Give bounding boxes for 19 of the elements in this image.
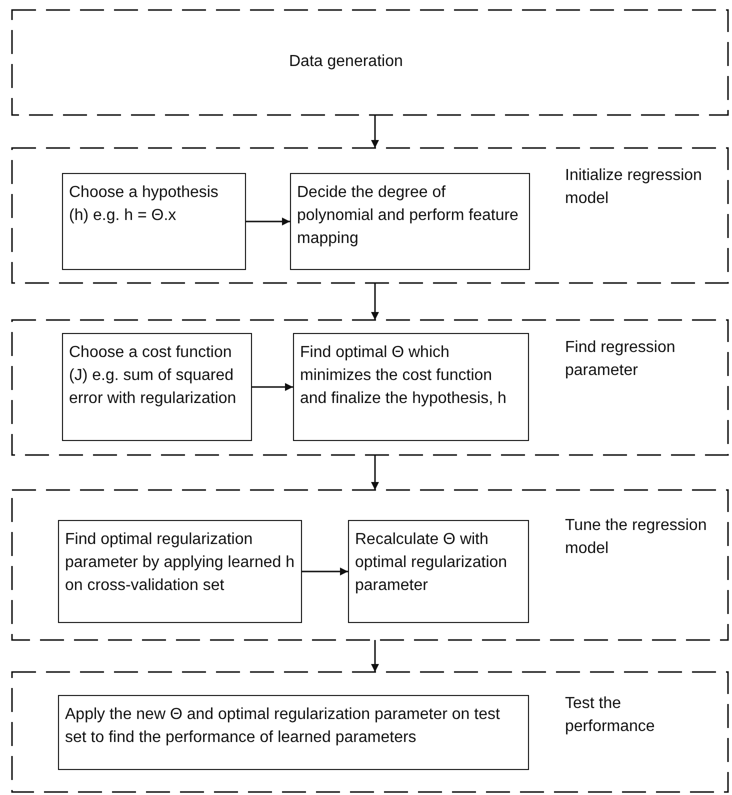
arrow: [246, 218, 290, 226]
stage-label: Data generation: [289, 52, 404, 72]
arrow: [371, 640, 379, 672]
stage-label: Tune the regression model: [565, 516, 708, 559]
stage-label: Find regression parameter: [565, 338, 676, 381]
process-box: Decide the degree of polynomial and perform feature mapping: [290, 173, 530, 270]
process-box: Find optimal regularization parameter by applying learned h on cross-validation set: [58, 520, 302, 623]
arrow: [302, 568, 348, 576]
stage-label: Initialize regression model: [565, 166, 703, 209]
arrow: [252, 383, 293, 391]
process-box: Choose a cost function (J) e.g. sum of squared error with regularization: [62, 333, 252, 441]
arrow: [371, 283, 379, 320]
process-box: Recalculate Θ with optimal regularization parameter: [348, 520, 529, 623]
stage-label: Test the performance: [565, 694, 656, 737]
process-box: Apply the new Θ and optimal regularization parameter on test set to find the performance of learned parameters: [58, 695, 529, 770]
process-box: Find optimal Θ which minimizes the cost function and finalize the hypothesis, h: [293, 333, 529, 441]
arrow: [371, 455, 379, 490]
process-box: Choose a hypothesis (h) e.g. h = Θ.x: [62, 173, 246, 270]
arrow: [371, 115, 379, 148]
